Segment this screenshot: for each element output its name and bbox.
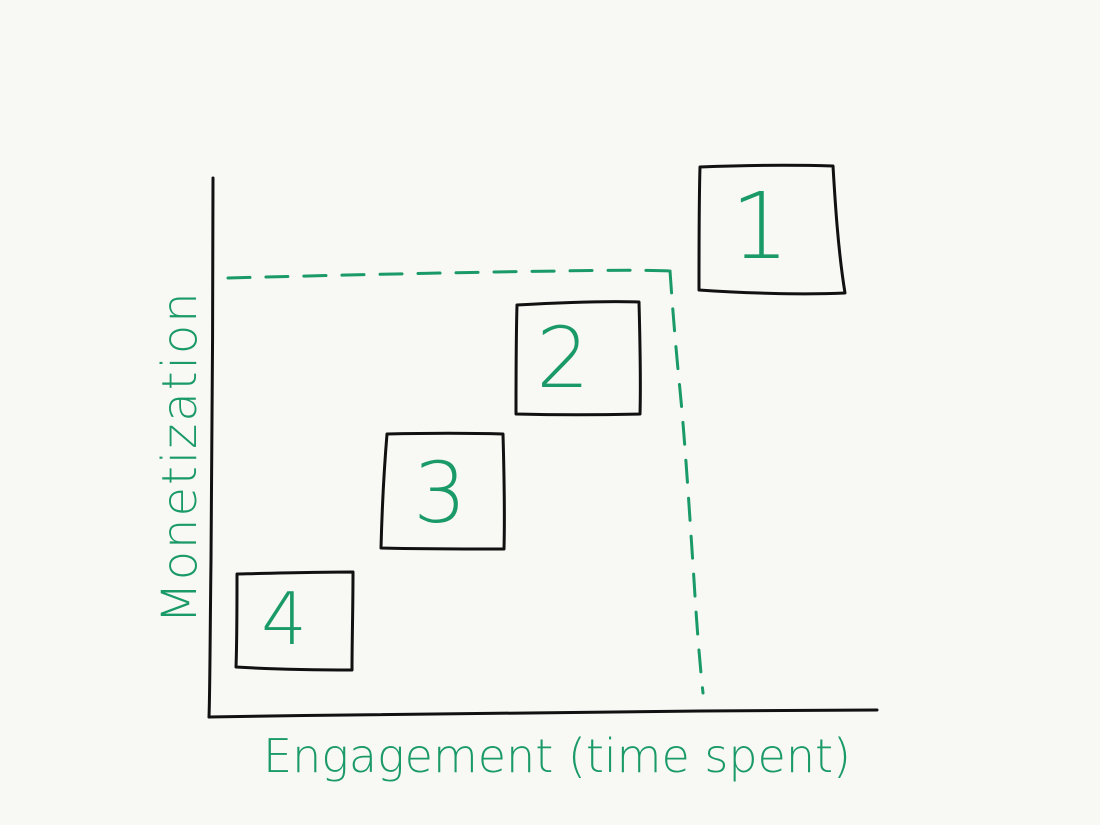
y-axis-label: Monetization: [152, 290, 208, 623]
box-3: [379, 431, 506, 551]
dashed-threshold-vertical: [668, 269, 705, 695]
dashed-threshold-horizontal: [226, 268, 672, 280]
box-3-label: 3: [413, 444, 466, 542]
box-2: [514, 300, 642, 417]
x-axis-label: Engagement (time spent): [263, 729, 851, 783]
box-1-label: 1: [731, 173, 790, 280]
x-axis: [207, 708, 879, 719]
box-2-label: 2: [536, 309, 589, 407]
box-1: [697, 163, 847, 296]
box-4-label: 4: [261, 577, 307, 661]
box-4: [234, 570, 355, 672]
y-axis: [207, 176, 215, 719]
